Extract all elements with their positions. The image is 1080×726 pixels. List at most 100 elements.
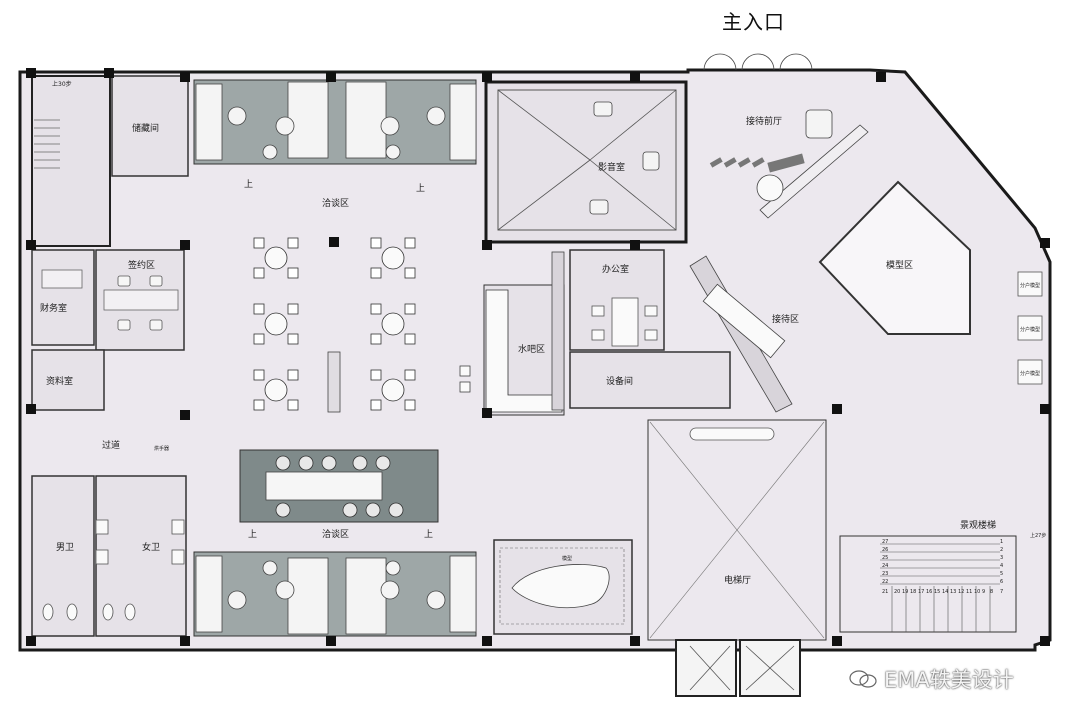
bar-label: 水吧区 <box>518 343 545 355</box>
bar-stools <box>275 455 404 518</box>
main-entrance-label: 主入口 <box>722 10 785 34</box>
unit-board-1: 分户模型 <box>1020 282 1040 289</box>
svg-text:1: 1 <box>1000 539 1003 545</box>
svg-text:5: 5 <box>1000 571 1003 577</box>
stair-numbers-left: 27 26 25 24 23 22 21 <box>882 539 888 595</box>
model-small-label: 模型 <box>562 555 572 562</box>
svg-text:17: 17 <box>918 589 924 595</box>
corridor-label: 过道 <box>102 439 120 451</box>
svg-text:14: 14 <box>942 589 948 595</box>
elevator-hall-label: 电梯厅 <box>724 574 751 586</box>
bottom-lounge-furniture <box>195 555 477 635</box>
scenic-stair-treads <box>880 543 1000 632</box>
up-mark-1: 上 <box>244 179 253 190</box>
svg-text:6: 6 <box>1000 579 1003 585</box>
svg-text:25: 25 <box>882 555 888 561</box>
up-mark-2: 上 <box>416 183 425 194</box>
scenic-stair-label: 景观楼梯 <box>960 519 996 531</box>
main-entrance-doors <box>703 53 813 71</box>
svg-text:23: 23 <box>882 571 888 577</box>
svg-text:18: 18 <box>910 589 916 595</box>
theater-chairs <box>589 101 660 215</box>
mens-wc-label: 男卫 <box>56 542 74 553</box>
finance-desk <box>41 269 83 289</box>
mens-wc <box>31 475 95 637</box>
svg-text:12: 12 <box>958 589 964 595</box>
stair-room <box>31 75 111 247</box>
elevator-cross <box>689 645 795 691</box>
signing-chairs <box>117 275 163 331</box>
equipment-room <box>569 351 731 409</box>
svg-text:3: 3 <box>1000 555 1003 561</box>
signing-table <box>103 289 179 311</box>
reception-lounge <box>805 109 833 139</box>
dining-tables <box>264 246 405 402</box>
bar-shelf <box>551 251 565 411</box>
reception-desk <box>702 283 786 359</box>
signing-label: 签约区 <box>128 259 155 271</box>
svg-text:26: 26 <box>882 547 888 553</box>
svg-text:24: 24 <box>882 563 888 569</box>
reception-front-label: 接待前厅 <box>746 115 782 127</box>
model-area <box>818 180 971 335</box>
elevator-hall-light <box>689 427 775 441</box>
equipment-label: 设备间 <box>606 375 633 387</box>
top-lounge-furniture <box>195 81 477 161</box>
bar-stools-small <box>459 365 471 393</box>
center-column <box>329 237 339 247</box>
svg-text:8: 8 <box>990 589 993 595</box>
toilet-fixtures <box>42 519 185 621</box>
columns <box>26 68 1050 646</box>
svg-text:16: 16 <box>926 589 932 595</box>
womens-wc-label: 女卫 <box>142 541 160 553</box>
finance-room <box>31 249 95 346</box>
model-stand-inner <box>499 547 625 625</box>
wechat-icon <box>849 670 877 688</box>
nego-top-label: 洽谈区 <box>322 197 349 209</box>
svg-text:9: 9 <box>982 589 985 595</box>
svg-text:20: 20 <box>894 589 900 595</box>
svg-text:21: 21 <box>882 589 888 595</box>
archive-room <box>31 349 105 411</box>
svg-text:2: 2 <box>1000 547 1003 553</box>
svg-text:13: 13 <box>950 589 956 595</box>
office-desk <box>611 297 639 347</box>
theater-inner <box>497 89 677 231</box>
stair-numbers-bottom: 20 19 18 17 16 15 14 13 12 11 10 9 8 7 <box>894 589 1003 595</box>
stairs-small-label: 上30步 <box>52 80 72 88</box>
stair-up-label: 上27步 <box>1030 532 1046 539</box>
storage-label: 储藏间 <box>132 122 159 134</box>
bar-table-top <box>265 471 383 501</box>
watermark-text: EMA轶美设计 <box>884 668 1014 692</box>
office-chairs <box>591 305 658 341</box>
stair-numbers-right: 1 2 3 4 5 6 <box>1000 539 1003 585</box>
up-mark-3: 上 <box>248 529 257 540</box>
svg-text:22: 22 <box>882 579 888 585</box>
reception-label: 接待区 <box>772 313 799 325</box>
dining-chairs <box>253 237 416 411</box>
elevator-hall-diag-2 <box>649 421 825 639</box>
theater-ceiling-lines <box>497 89 677 231</box>
hand-dryer-label: 烘手器 <box>154 445 169 452</box>
archive-label: 资料室 <box>46 375 73 387</box>
svg-text:19: 19 <box>902 589 908 595</box>
nego-bottom-label: 洽谈区 <box>322 528 349 540</box>
model-label: 模型区 <box>886 260 913 271</box>
unit-board-3: 分户模型 <box>1020 370 1040 377</box>
svg-text:10: 10 <box>974 589 980 595</box>
svg-text:15: 15 <box>934 589 940 595</box>
up-mark-4: 上 <box>424 529 433 540</box>
theater-label: 影音室 <box>598 161 625 173</box>
watermark: EMA轶美设计 <box>848 664 1014 694</box>
svg-text:7: 7 <box>1000 589 1003 595</box>
svg-text:11: 11 <box>966 589 972 595</box>
unit-model-boards <box>1017 271 1043 385</box>
model-boat <box>511 564 610 608</box>
unit-board-2: 分户模型 <box>1020 326 1040 333</box>
center-screen <box>327 351 341 413</box>
small-stair <box>34 119 60 169</box>
svg-text:4: 4 <box>1000 563 1003 569</box>
reception-counter-diag <box>759 124 869 219</box>
finance-label: 财务室 <box>40 302 67 314</box>
